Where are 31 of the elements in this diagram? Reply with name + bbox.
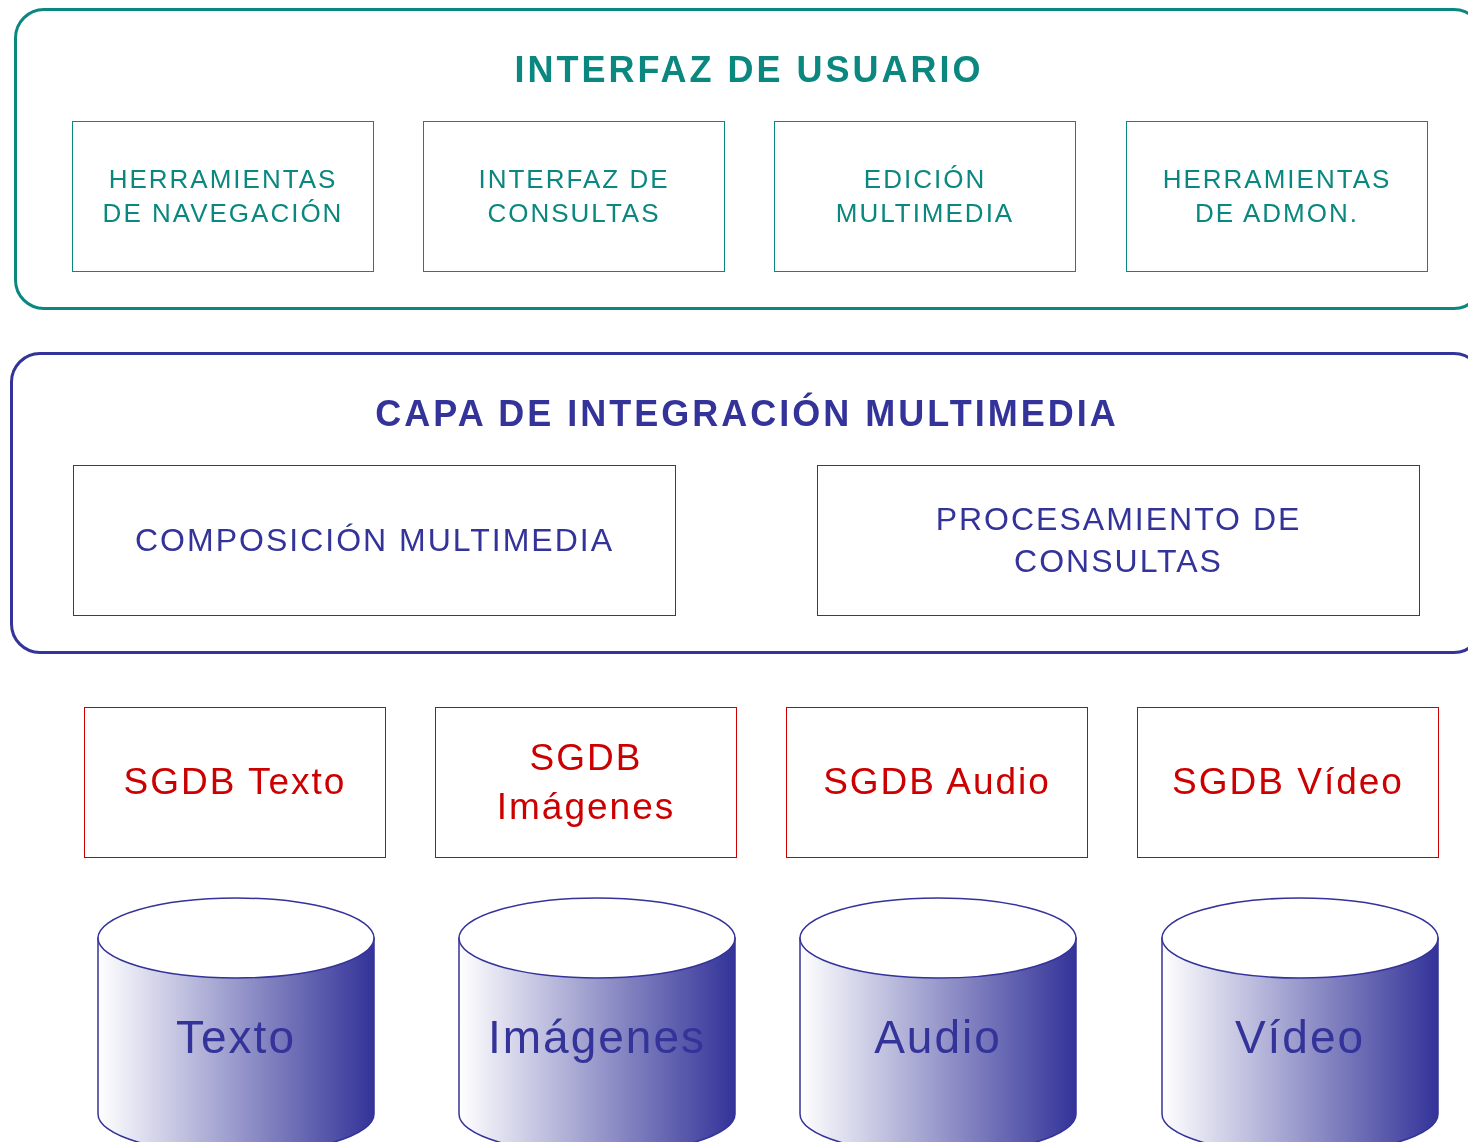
component-box [774, 121, 1076, 272]
component-label: SGDB Vídeo [1172, 760, 1404, 805]
database-cylinder [458, 896, 736, 1142]
component-label: SGDB Imágenes [495, 736, 677, 829]
database-cylinder [97, 896, 375, 1142]
component-box [423, 121, 725, 272]
component-box [817, 465, 1420, 616]
component-label: SGDB Texto [123, 760, 347, 805]
component-box [72, 121, 374, 272]
component-label: COMPOSICIÓN MULTIMEDIA [135, 520, 614, 560]
component-label: HERRAMIENTAS DE ADMON. [1161, 162, 1393, 230]
component-box [1126, 121, 1428, 272]
layer-panel [10, 352, 1468, 654]
database-label: Texto [175, 1010, 297, 1064]
component-label: HERRAMIENTAS DE NAVEGACIÓN [101, 162, 345, 230]
database-cylinder [799, 896, 1077, 1142]
layer-title: CAPA DE INTEGRACIÓN MULTIMEDIA [374, 393, 1120, 435]
component-box [73, 465, 676, 616]
component-box [786, 707, 1088, 858]
component-box [1137, 707, 1439, 858]
layer-title: INTERFAZ DE USUARIO [513, 49, 985, 91]
database-label: Audio [873, 1010, 1003, 1064]
database-cylinder [1161, 896, 1439, 1142]
component-label: PROCESAMIENTO DE CONSULTAS [934, 499, 1303, 581]
component-label: SGDB Audio [823, 760, 1051, 805]
layer-panel [14, 8, 1468, 310]
component-box [435, 707, 737, 858]
database-label: Vídeo [1233, 1010, 1367, 1064]
component-label: EDICIÓN MULTIMEDIA [834, 162, 1016, 230]
component-label: INTERFAZ DE CONSULTAS [477, 162, 671, 230]
component-box [84, 707, 386, 858]
